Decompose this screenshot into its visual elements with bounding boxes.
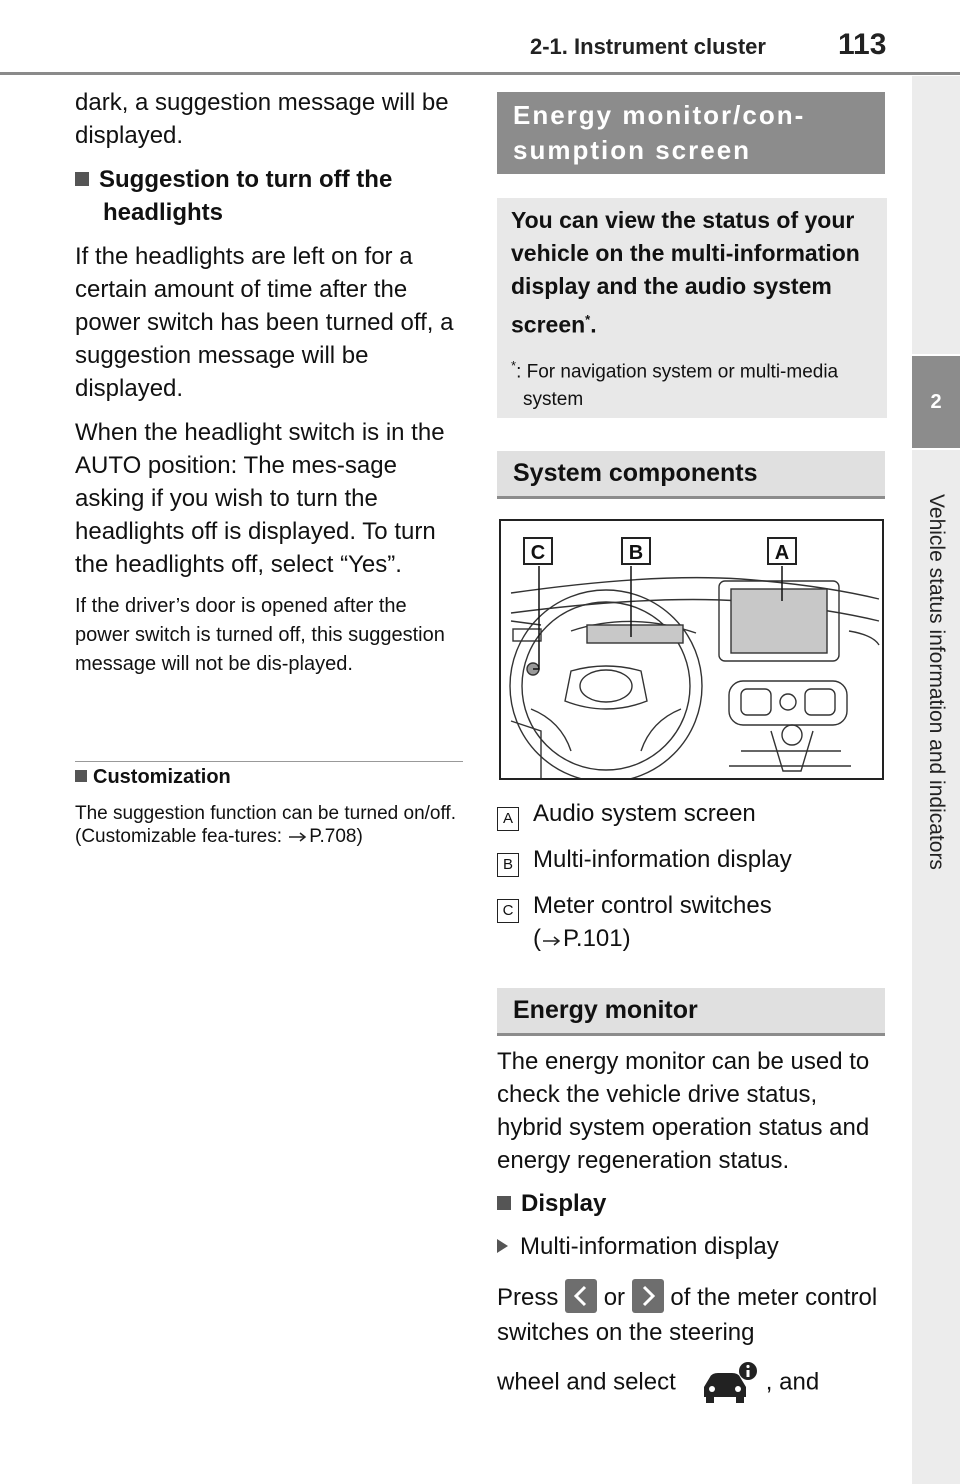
left-arrow-key-icon	[565, 1278, 598, 1313]
display-heading-text: Display	[521, 1190, 607, 1217]
wheel-text-2: , and	[765, 1368, 820, 1395]
paren: (	[533, 925, 541, 952]
arrow-ref-icon	[541, 925, 563, 952]
note-paragraph: If the driver’s door is opened after the…	[75, 595, 445, 675]
footnote-text: : For navigation system or multi-media s…	[516, 360, 839, 410]
subheading-text: Suggestion to turn off the headlights	[99, 166, 393, 226]
triangle-bullet-icon	[497, 1239, 508, 1253]
square-bullet-icon	[497, 1195, 511, 1210]
chapter-tab[interactable]: 2	[912, 356, 960, 448]
legend-text: Multi-information display	[533, 846, 792, 873]
section-header-system-components: System components	[497, 451, 885, 499]
legend-text: Meter control switches	[533, 892, 772, 919]
side-bar-top	[912, 76, 960, 354]
intro-text: You can view the status of your vehicle …	[511, 204, 873, 342]
legend-item: C Meter control switches ( P.101)	[497, 889, 887, 961]
legend-ref: ( P.101)	[533, 922, 631, 955]
footnote-star: *	[585, 312, 591, 327]
mid-item-text: Multi-information display	[520, 1233, 779, 1260]
intro-period: .	[590, 311, 597, 338]
energy-monitor-body: The energy monitor can be used to check …	[497, 1045, 887, 1405]
wheel-text: wheel and select	[497, 1368, 676, 1395]
customization-heading: Customization	[75, 766, 231, 789]
callout-b: B	[621, 537, 651, 565]
dashboard-illustration: C B A	[499, 519, 884, 780]
square-bullet-icon	[75, 769, 87, 782]
customization-text: The suggestion function can be turned on…	[75, 802, 463, 848]
left-column: dark, a suggestion message will be displ…	[75, 86, 465, 679]
callout-c: C	[523, 537, 553, 565]
legend-list: A Audio system screen B Multi-informatio…	[497, 797, 887, 961]
chapter-number: 2	[930, 390, 942, 413]
legend-text: Audio system screen	[533, 800, 756, 827]
press-text: Press	[497, 1284, 559, 1311]
paragraph: When the headlight switch is in the AUTO…	[75, 419, 445, 578]
right-arrow-key-icon	[631, 1278, 664, 1313]
select-instruction: wheel and select , and	[497, 1361, 887, 1405]
legend-label: B	[497, 853, 519, 877]
press-instruction: Press or of the meter control switches o…	[497, 1278, 887, 1349]
paragraph: If the headlights are left on for a cert…	[75, 243, 454, 402]
legend-label: A	[497, 807, 519, 831]
section-header-energy-monitor-consumption: Energy monitor/con-sumption screen	[497, 92, 885, 174]
header-rule	[0, 72, 960, 75]
intro-body: You can view the status of your vehicle …	[511, 207, 860, 338]
page-number: 113	[838, 28, 887, 61]
page-reference-link[interactable]: P.708)	[309, 826, 363, 847]
legend-label: C	[497, 899, 519, 923]
page-reference-link[interactable]: P.101)	[563, 925, 631, 952]
legend-item: A Audio system screen	[497, 797, 887, 843]
car-info-icon	[698, 1361, 758, 1405]
customization-body: The suggestion function can be turned on…	[75, 803, 456, 847]
section-header-energy-monitor: Energy monitor	[497, 988, 885, 1036]
chapter-label: Vehicle status information and indicator…	[925, 494, 948, 870]
mid-item: Multi-information display	[497, 1230, 887, 1263]
customization-heading-text: Customization	[93, 766, 231, 788]
footnote: *: For navigation system or multi-media …	[511, 352, 873, 414]
side-bar-bottom	[912, 450, 960, 1484]
paragraph: dark, a suggestion message will be displ…	[75, 89, 449, 149]
paragraph: The energy monitor can be used to check …	[497, 1048, 870, 1174]
dashboard-drawing	[509, 566, 880, 778]
footnote-mark: *	[511, 357, 517, 373]
square-bullet-icon	[75, 171, 89, 186]
press-text-2: of the meter control switches on the ste…	[497, 1284, 878, 1346]
divider	[75, 761, 463, 762]
callout-a: A	[767, 537, 797, 565]
or-text: or	[603, 1284, 626, 1311]
arrow-ref-icon	[287, 826, 309, 847]
section-title: 2-1. Instrument cluster	[530, 34, 766, 59]
legend-item: B Multi-information display	[497, 843, 887, 889]
intro-box: You can view the status of your vehicle …	[497, 198, 887, 418]
subheading: Suggestion to turn off the headlights	[75, 163, 465, 229]
display-heading: Display	[497, 1187, 887, 1220]
